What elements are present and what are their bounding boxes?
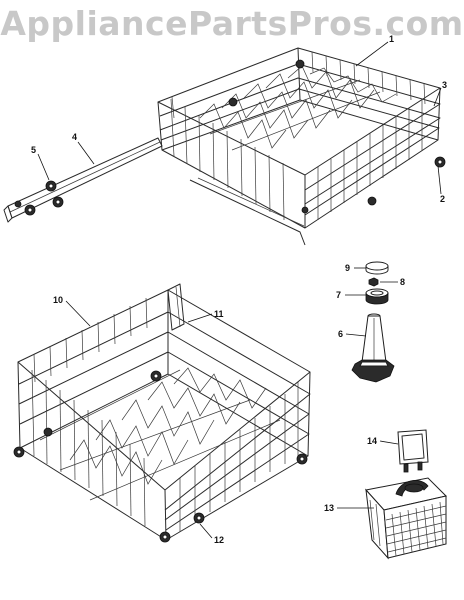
callout-3: 3 xyxy=(442,80,448,90)
callout-9: 9 xyxy=(345,263,351,273)
callout-13: 13 xyxy=(324,503,335,513)
callout-12: 12 xyxy=(214,535,225,545)
tower-cap xyxy=(365,261,389,275)
callout-8: 8 xyxy=(400,277,406,287)
watermark-text: AppliancePartsPros.com xyxy=(0,4,464,43)
upper-rack xyxy=(157,47,446,246)
spray-tower-tube xyxy=(351,313,395,383)
lower-rack xyxy=(13,283,311,543)
callout-1: 1 xyxy=(389,34,395,44)
spray-tower-assembly xyxy=(351,261,395,383)
callout-11: 11 xyxy=(214,309,224,319)
callout-5: 5 xyxy=(31,145,37,155)
tower-nut xyxy=(368,277,379,287)
basket-cover xyxy=(397,429,429,473)
callout-10: 10 xyxy=(53,295,64,305)
tower-coupling xyxy=(365,288,389,305)
callout-4: 4 xyxy=(72,132,78,142)
callout-6: 6 xyxy=(338,329,344,339)
callout-14: 14 xyxy=(367,436,378,446)
rail-wheels xyxy=(14,180,64,216)
silverware-basket xyxy=(365,477,447,560)
leader-lines xyxy=(37,41,442,539)
callout-7: 7 xyxy=(336,290,342,300)
slide-rail xyxy=(3,137,163,223)
callout-2: 2 xyxy=(440,194,446,204)
